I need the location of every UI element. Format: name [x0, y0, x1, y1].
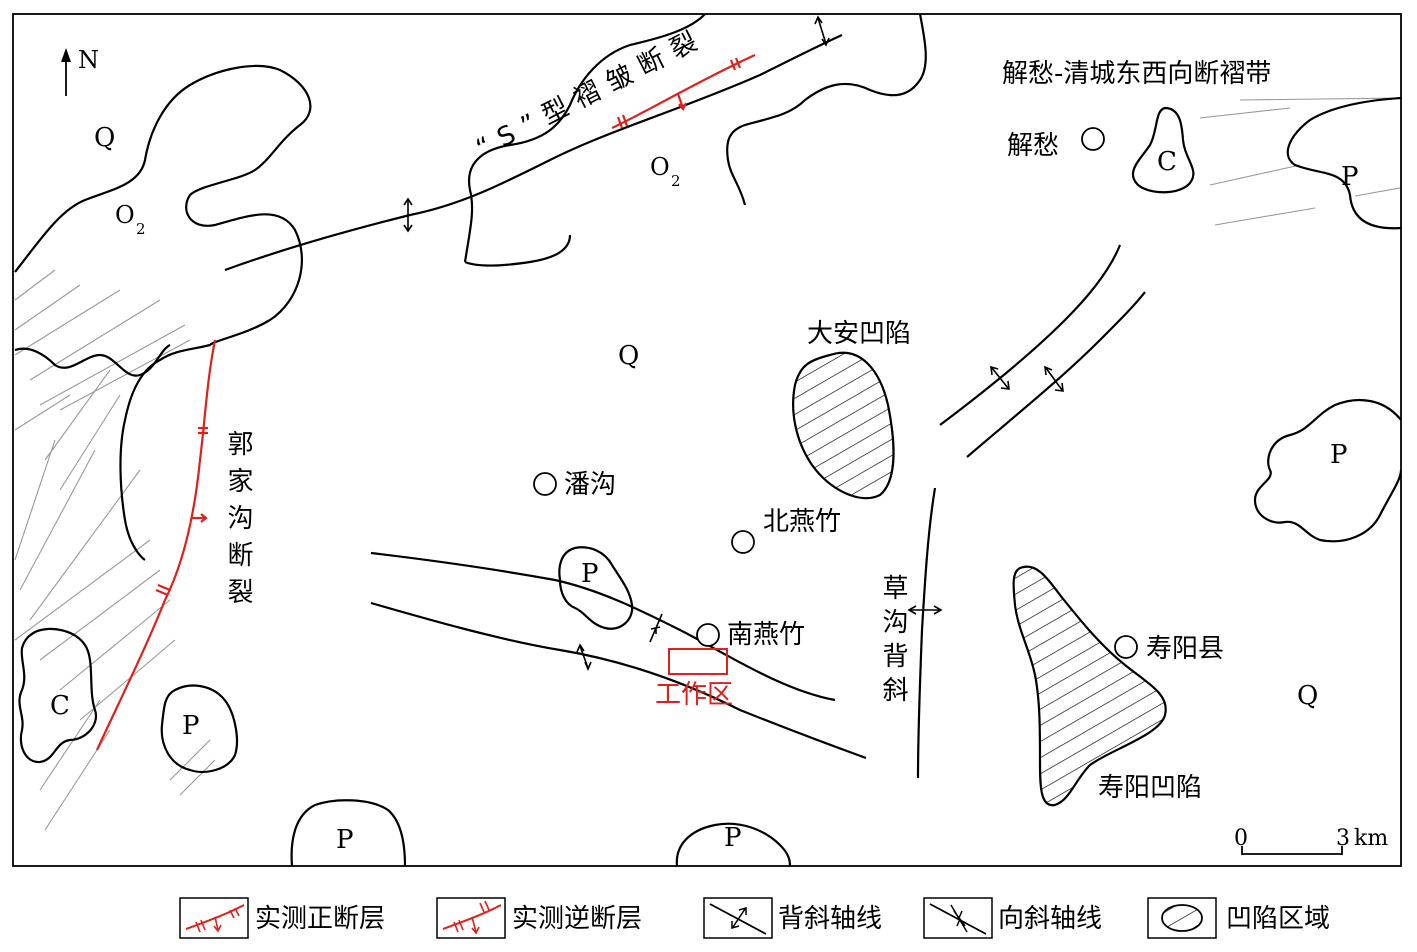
place-xiechou: 解愁 [1007, 131, 1059, 161]
place-nanyanzhu: 南燕竹 [727, 620, 805, 650]
legend-reverse-fault: 实测逆断层 [436, 897, 642, 939]
p-outcrop-ne [1286, 96, 1401, 230]
anticline-axis-ne-1 [939, 244, 1122, 426]
legend-syncline-axis: 向斜轴线 [923, 897, 1102, 939]
scale-zero: 0 [1234, 826, 1248, 851]
svg-text:凹陷区域: 凹陷区域 [1226, 904, 1330, 934]
unit-c-ne: C [1157, 147, 1177, 177]
axis-arrows [403, 15, 1064, 672]
scale-bar [1241, 846, 1343, 855]
caogou-anticline-axis [916, 487, 937, 779]
north-label: N [78, 46, 99, 74]
svg-text:2: 2 [671, 172, 681, 190]
p-outcrop-south-a [290, 799, 407, 866]
legend-anticline-axis: 背斜轴线 [703, 897, 882, 939]
guojiagou-fault-label: 郭家沟断裂 [223, 430, 253, 615]
unit-p-south-a: P [336, 825, 354, 855]
svg-text:2: 2 [136, 220, 146, 238]
p-outcrop-east [1253, 398, 1401, 543]
shouyang-marker [1114, 635, 1138, 659]
svg-text:O: O [650, 153, 670, 181]
pangou-marker [533, 472, 557, 496]
work-area-box [668, 648, 728, 675]
map-frame [12, 13, 1402, 867]
strata-lines-east [1199, 97, 1401, 226]
place-pangou: 潘沟 [564, 470, 616, 500]
s-fold-fault-label: “S”型褶皱断裂 [472, 22, 711, 164]
c-outcrop-sw [18, 627, 98, 764]
anticline-axis-ne-2 [966, 291, 1146, 458]
q-o2-boundary-north-b [464, 234, 572, 267]
syncline-axis-central [370, 551, 836, 702]
unit-c-sw: C [50, 691, 70, 721]
work-area-label: 工作区 [655, 680, 733, 710]
unit-p-sw: P [182, 711, 200, 741]
svg-text:背斜轴线: 背斜轴线 [778, 904, 882, 934]
guojiagou-fault-line [96, 339, 217, 751]
legend-depression-area: 凹陷区域 [1147, 897, 1330, 939]
caogou-anticline-label: 草沟背斜 [878, 574, 908, 710]
unit-q-se: Q [1297, 681, 1318, 711]
svg-text:实测正断层: 实测正断层 [255, 904, 385, 934]
svg-text:向斜轴线: 向斜轴线 [998, 904, 1102, 934]
unit-q-nw: Q [94, 123, 115, 153]
scale-unit: km [1354, 826, 1388, 851]
daan-depression-area [792, 351, 895, 500]
unit-p-central: P [581, 559, 599, 589]
q-o2-boundary-north-c [726, 14, 927, 206]
svg-text:O: O [115, 201, 135, 229]
nanyanzhu-marker [696, 623, 720, 647]
legend: 实测正断层 实测逆断层 背斜轴线 [179, 897, 1330, 939]
daan-depression-label: 大安凹陷 [807, 319, 911, 349]
faults [96, 53, 756, 751]
q-o2-boundary-west-lower [14, 344, 171, 377]
place-beiyanzhu: 北燕竹 [763, 507, 841, 537]
place-markers [533, 127, 1138, 659]
svg-text:实测逆断层: 实测逆断层 [512, 904, 642, 934]
unit-p-east: P [1330, 440, 1348, 470]
strata-lines-west [14, 269, 216, 831]
shouyang-depression-area [1012, 565, 1167, 807]
unit-o2-west: O 2 [115, 201, 146, 238]
legend-normal-fault: 实测正断层 [179, 897, 385, 939]
place-shouyangxian: 寿阳县 [1146, 634, 1224, 664]
xiechou-marker [1081, 127, 1105, 151]
unit-p-ne: P [1341, 162, 1359, 192]
q-o2-boundary-west [14, 64, 312, 561]
beiyanzhu-marker [731, 530, 755, 554]
xieqing-belt-label: 解愁-清城东西向断褶带 [1002, 59, 1271, 89]
anticline-axis-central [370, 601, 867, 760]
p-outcrop-central [558, 546, 634, 630]
c-outcrop-ne [1131, 106, 1195, 194]
q-o2-boundary-north [463, 14, 706, 263]
anticline-axis-north [224, 33, 843, 272]
unit-p-south-b: P [724, 823, 742, 853]
unit-o2-north: O 2 [650, 153, 681, 190]
unit-q-center: Q [618, 341, 639, 371]
shouyang-depression-label: 寿阳凹陷 [1098, 773, 1202, 803]
north-arrow-icon [61, 48, 71, 96]
scale-three: 3 [1336, 826, 1350, 851]
p-outcrop-south-b [675, 822, 792, 866]
p-outcrop-sw [160, 684, 238, 773]
